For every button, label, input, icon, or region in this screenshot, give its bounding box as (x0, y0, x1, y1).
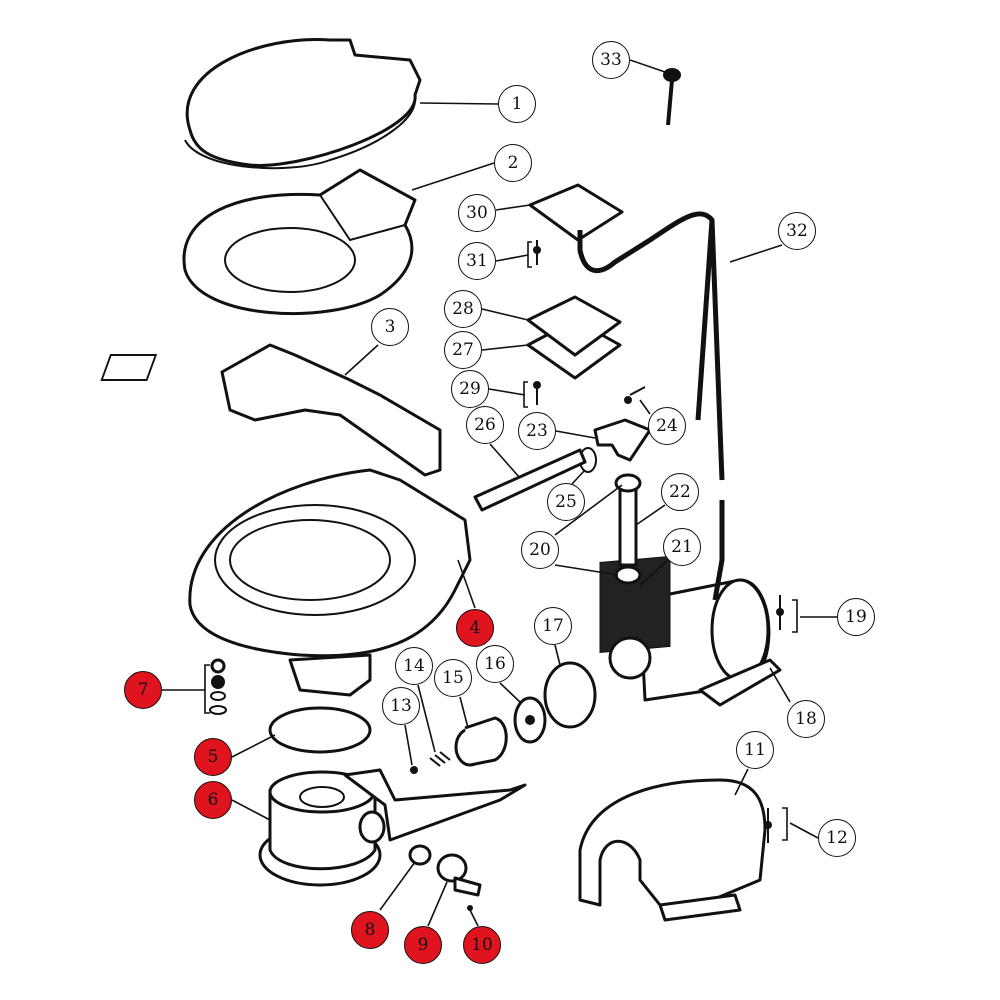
callout-10: 10 (463, 926, 501, 964)
callout-27: 27 (444, 331, 482, 369)
part-18-motor (599, 555, 782, 707)
part-9 (436, 853, 482, 897)
part-gasket-plate (268, 706, 372, 754)
callout-21: 21 (663, 528, 701, 566)
callout-4: 4 (456, 609, 494, 647)
callout-8: 8 (351, 911, 389, 949)
callout-17: 17 (534, 607, 572, 645)
callout-24: 24 (648, 407, 686, 445)
part-bowl (188, 468, 472, 697)
part-31-screw (533, 240, 541, 265)
part-17-oring (543, 661, 597, 729)
part-13-14 (410, 751, 451, 774)
callout-31: 31 (458, 242, 496, 280)
callout-18: 18 (787, 700, 825, 738)
callout-12: 12 (818, 819, 856, 857)
callout-26: 26 (466, 406, 504, 444)
part-30-plate (528, 183, 624, 242)
part-pump-base (258, 768, 527, 887)
leader-lines (162, 59, 837, 927)
callout-14: 14 (395, 647, 433, 685)
part-20-clamp-top (614, 473, 642, 493)
part-20-clamp-bottom (614, 565, 642, 585)
part-15-housing (454, 716, 508, 767)
callout-28: 28 (444, 290, 482, 328)
callout-11: 11 (736, 731, 774, 769)
callout-16: 16 (476, 645, 514, 683)
callout-25: 25 (547, 483, 585, 521)
part-24-screw (624, 386, 646, 404)
callout-5: 5 (194, 738, 232, 776)
callout-19: 19 (837, 598, 875, 636)
part-28-plate (526, 295, 622, 357)
part-32-wire (577, 211, 725, 601)
callout-13: 13 (382, 687, 420, 725)
part-29-screw (533, 381, 541, 405)
callout-7: 7 (124, 671, 162, 709)
part-33-switch (663, 68, 681, 126)
part-16-impeller (513, 696, 547, 744)
part-hinge (100, 343, 442, 477)
part-22-pipe (618, 488, 638, 567)
callout-29: 29 (451, 370, 489, 408)
callout-15: 15 (434, 659, 472, 697)
part-seat (182, 168, 417, 315)
callout-23: 23 (518, 412, 556, 450)
callout-3: 3 (371, 308, 409, 346)
part-lid (184, 38, 422, 170)
callout-9: 9 (404, 926, 442, 964)
callout-32: 32 (778, 212, 816, 250)
callout-1: 1 (498, 85, 536, 123)
callout-2: 2 (494, 144, 532, 182)
part-19-screws (776, 595, 784, 630)
callout-20: 20 (521, 531, 559, 569)
part-11-cover (578, 778, 767, 922)
part-fastener-set-7 (209, 658, 227, 715)
part-23-elbow (593, 418, 652, 462)
part-10 (467, 905, 473, 911)
callout-6: 6 (194, 781, 232, 819)
callout-30: 30 (458, 194, 496, 232)
callout-22: 22 (661, 473, 699, 511)
callout-33: 33 (592, 41, 630, 79)
part-8 (408, 844, 432, 866)
part-26-tube (473, 448, 587, 512)
